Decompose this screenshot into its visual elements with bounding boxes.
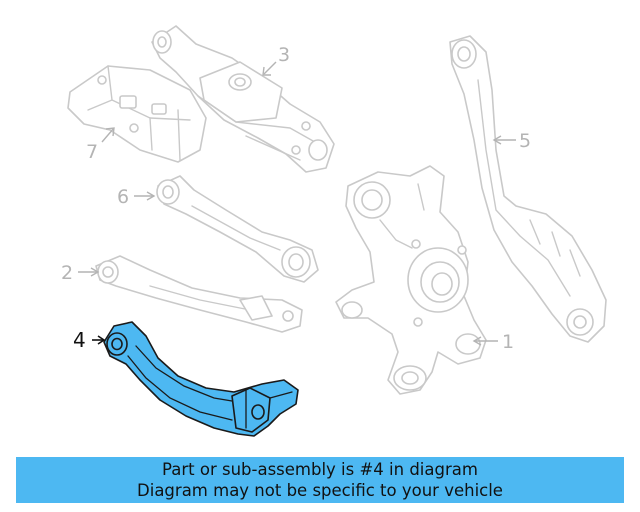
callout-1-label: 1 — [502, 331, 514, 353]
banner-line-part-number: Part or sub-assembly is #4 in diagram — [162, 460, 478, 479]
part-6-upper-link — [156, 175, 319, 283]
callout-2: 2 — [61, 262, 100, 284]
part-5-trailing-arm — [449, 35, 607, 343]
callout-3: 3 — [262, 44, 290, 76]
callout-6-label: 6 — [117, 186, 129, 208]
part-2-lower-link — [95, 255, 303, 333]
part-7-bracket — [67, 65, 207, 163]
banner-line-disclaimer: Diagram may not be specific to your vehi… — [137, 481, 503, 500]
callout-6: 6 — [117, 186, 156, 208]
part-3-subframe-arm — [151, 25, 335, 173]
part-1-knuckle — [335, 165, 487, 395]
callout-5: 5 — [492, 130, 531, 152]
callout-4-label: 4 — [73, 328, 86, 352]
callout-1: 1 — [472, 331, 514, 353]
callout-7-label: 7 — [86, 141, 98, 163]
callout-4[interactable]: 4 — [73, 328, 106, 352]
callout-7: 7 — [86, 127, 115, 163]
info-banner: Part or sub-assembly is #4 in diagram Di… — [16, 457, 624, 503]
part-4-camber-arm-highlighted — [103, 321, 299, 437]
callout-2-label: 2 — [61, 262, 73, 284]
callout-5-label: 5 — [519, 130, 531, 152]
callout-3-label: 3 — [278, 44, 290, 66]
